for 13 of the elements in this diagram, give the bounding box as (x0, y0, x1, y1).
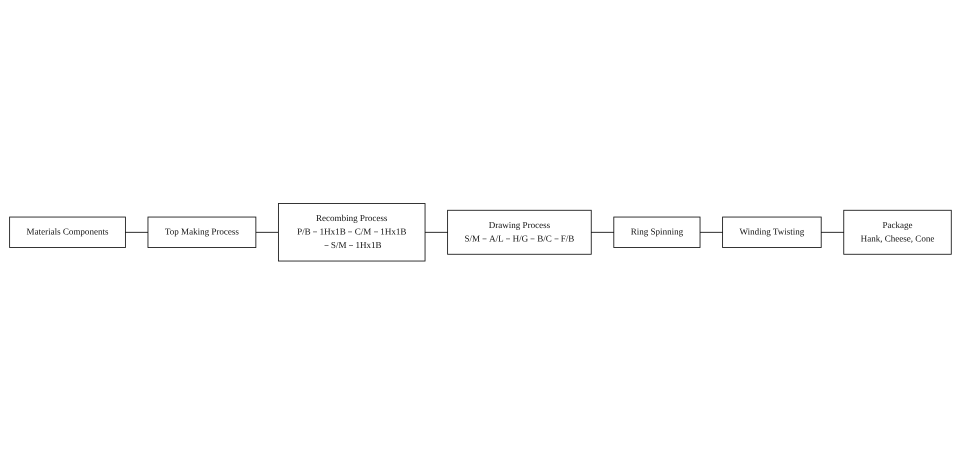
node-box: Materials Components (9, 216, 126, 248)
connector (255, 232, 279, 233)
connector (424, 232, 448, 233)
node-box: Ring Spinning (613, 216, 700, 248)
connector (820, 232, 844, 233)
connector (125, 232, 148, 233)
node-box: Recombing Process P/B－1Hx1B－C/M－1Hx1B－S/M－1Hx1B (278, 203, 426, 262)
node-box: Drawing Process S/M－A/L－H/G－B/C－F/B (447, 210, 592, 255)
node-box: Winding Twisting (722, 216, 822, 248)
node-box: Top Making Process (148, 216, 256, 248)
node-box: Package Hank, Cheese, Cone (843, 210, 952, 255)
connector (700, 232, 724, 233)
connector (590, 232, 614, 233)
